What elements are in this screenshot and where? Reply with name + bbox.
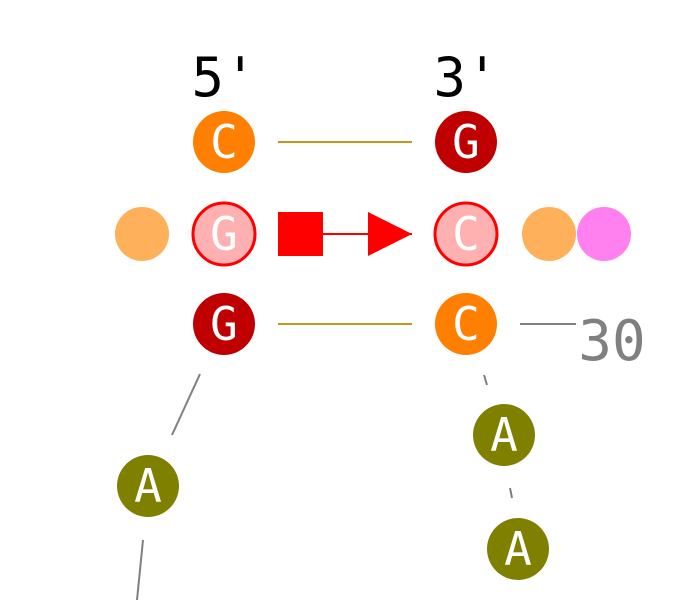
nucleotide-letter: A <box>490 408 518 462</box>
interaction-triangle <box>368 212 412 256</box>
nucleotide-letter: C <box>452 297 480 351</box>
position-number-label: 30 <box>578 309 645 374</box>
five-prime-label: 5' <box>191 46 256 109</box>
nucleotide-circle <box>191 201 257 267</box>
nucleotide-letter: C <box>210 115 238 169</box>
nucleotide-left-top: C <box>193 111 255 173</box>
nucleotide-letter: A <box>134 459 162 513</box>
backbone-left-g-to-a <box>171 373 201 436</box>
nucleotide-right-bottom: C <box>435 293 497 355</box>
nucleotide-right-loop-1: A <box>473 404 535 466</box>
annotation-dot-right-pink <box>577 207 631 261</box>
annotation-dot-left <box>115 207 169 261</box>
nucleotide-letter: G <box>210 207 238 261</box>
interaction-symbol <box>278 212 412 256</box>
nucleotide-left-mid: G <box>191 201 257 267</box>
nucleotide-circle <box>433 201 499 267</box>
nucleotide-letter: A <box>504 522 532 576</box>
backbone-right-a-to-a <box>509 487 513 499</box>
nucleotide-letter: G <box>452 115 480 169</box>
backbone-right-c-to-a <box>483 374 488 386</box>
nucleotide-right-top: G <box>435 111 497 173</box>
nucleotide-right-loop-2: A <box>487 518 549 580</box>
interaction-square <box>278 212 323 256</box>
nucleotide-letter: C <box>452 207 480 261</box>
nucleotide-letter: G <box>210 297 238 351</box>
nucleotide-circle <box>193 111 255 173</box>
nucleotide-left-loop: A <box>117 455 179 517</box>
nucleotide-circle <box>117 455 179 517</box>
nucleotide-circle <box>435 293 497 355</box>
nucleotide-circle <box>487 518 549 580</box>
nucleotide-left-bottom: G <box>193 293 255 355</box>
nucleotide-circle <box>473 404 535 466</box>
nucleotide-circle <box>435 111 497 173</box>
three-prime-label: 3' <box>433 46 498 109</box>
backbone-left-a-down <box>136 539 144 600</box>
nucleotide-right-mid: C <box>433 201 499 267</box>
nucleotide-circle <box>193 293 255 355</box>
annotation-dot-right-orange <box>522 207 576 261</box>
